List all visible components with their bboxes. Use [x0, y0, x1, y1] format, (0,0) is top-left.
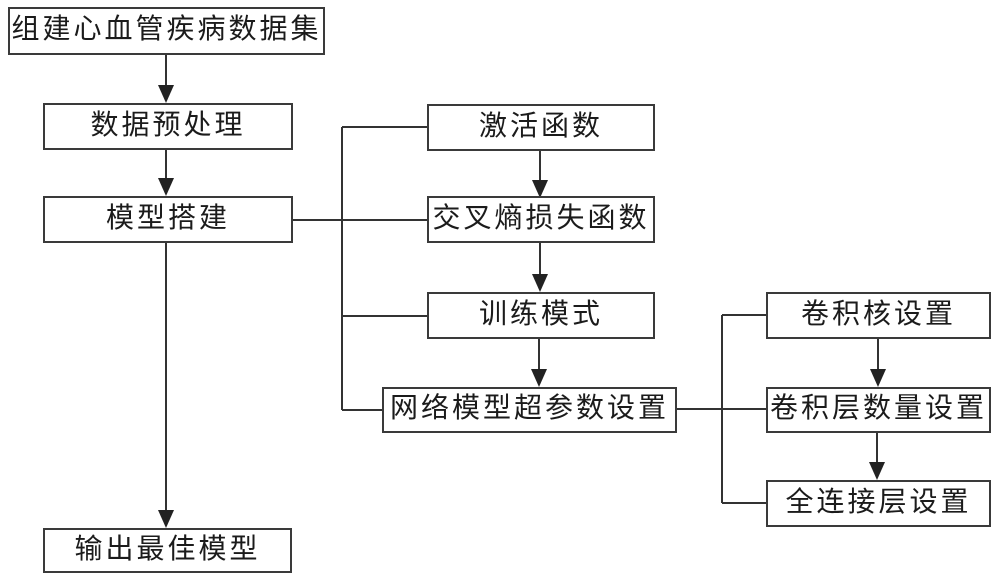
node-fc-layer: 全连接层设置: [766, 480, 991, 527]
node-model-build-label: 模型搭建: [105, 202, 230, 234]
node-training-mode-label: 训练模式: [478, 298, 603, 330]
node-hyperparams-label: 网络模型超参数设置: [389, 393, 669, 424]
arrowhead: [532, 274, 548, 292]
arrowhead: [158, 85, 174, 103]
node-conv-kernel-label: 卷积核设置: [800, 298, 956, 330]
arrowheads: [158, 85, 886, 528]
node-fc-layer-label: 全连接层设置: [785, 486, 972, 518]
node-preprocess-label: 数据预处理: [90, 109, 246, 141]
node-training-mode: 训练模式: [427, 292, 655, 339]
node-model-build: 模型搭建: [43, 196, 293, 243]
branch-hyperparams-trunk: [677, 315, 723, 503]
node-activation: 激活函数: [427, 104, 655, 151]
node-conv-kernel: 卷积核设置: [766, 292, 991, 339]
node-conv-layers: 卷积层数量设置: [766, 387, 991, 433]
arrowhead: [532, 180, 548, 198]
node-output-model-label: 输出最佳模型: [74, 533, 261, 565]
arrowhead: [869, 462, 885, 480]
arrowhead: [531, 369, 547, 387]
node-activation-label: 激活函数: [478, 110, 603, 142]
branch-modelbuild-trunk: [293, 127, 343, 410]
node-output-model: 输出最佳模型: [43, 528, 292, 573]
node-cross-entropy-label: 交叉熵损失函数: [432, 202, 650, 234]
arrowhead: [158, 510, 174, 528]
node-dataset-label: 组建心血管疾病数据集: [11, 14, 322, 45]
node-conv-layers-label: 卷积层数量设置: [769, 393, 987, 424]
arrowhead: [158, 178, 174, 196]
arrowhead: [870, 369, 886, 387]
node-cross-entropy: 交叉熵损失函数: [427, 196, 655, 243]
node-preprocess: 数据预处理: [43, 103, 293, 150]
node-hyperparams: 网络模型超参数设置: [382, 387, 677, 433]
node-dataset: 组建心血管疾病数据集: [8, 7, 325, 55]
